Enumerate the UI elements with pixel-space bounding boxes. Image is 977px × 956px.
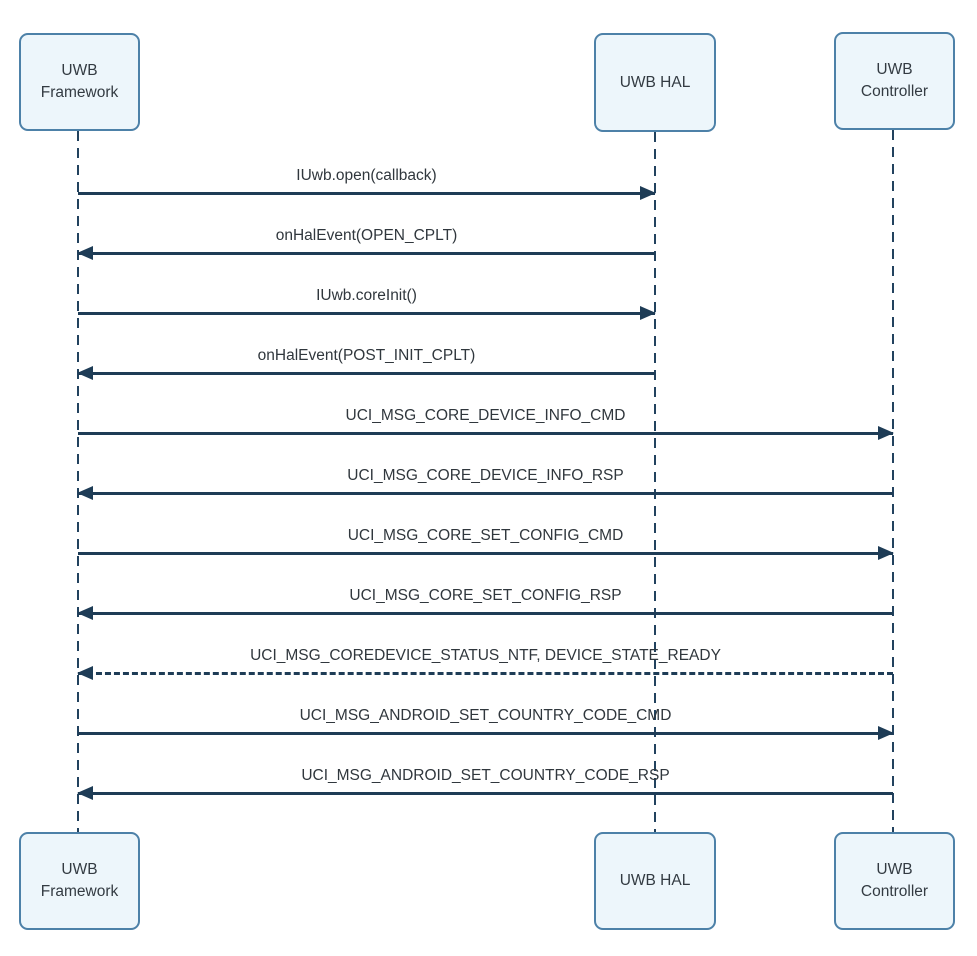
message-arrow: [78, 726, 894, 740]
actor-uwb-framework-bottom: UWB Framework: [19, 832, 140, 930]
message-arrow: [78, 306, 656, 320]
message-label: UCI_MSG_CORE_DEVICE_INFO_CMD: [345, 407, 626, 424]
message-label: UCI_MSG_CORE_SET_CONFIG_RSP: [349, 587, 622, 604]
actor-uwb-framework-top: UWB Framework: [19, 33, 140, 131]
message-label: UCI_MSG_COREDEVICE_STATUS_NTF, DEVICE_ST…: [250, 647, 721, 664]
arrowhead-left-icon: [77, 366, 93, 380]
message-arrow: [77, 246, 655, 260]
arrowhead-right-icon: [878, 726, 894, 740]
arrowhead-left-icon: [77, 666, 93, 680]
arrowhead-left-icon: [77, 246, 93, 260]
actor-uwb-controller-bottom: UWB Controller: [834, 832, 955, 930]
message-arrow: [78, 186, 656, 200]
arrowhead-left-icon: [77, 786, 93, 800]
actor-label: UWB Controller: [860, 61, 929, 100]
actor-uwb-controller-top: UWB Controller: [834, 32, 955, 130]
actor-label: UWB HAL: [619, 73, 691, 91]
message-label: UCI_MSG_CORE_DEVICE_INFO_RSP: [347, 467, 624, 484]
message-arrow: [78, 426, 894, 440]
message-arrow: [77, 366, 655, 380]
actor-label: UWB Controller: [860, 861, 929, 900]
message-arrow: [78, 546, 894, 560]
message-arrow: [77, 606, 893, 620]
lifeline-uwb-framework: [77, 131, 79, 832]
actor-label: UWB Framework: [40, 62, 119, 101]
message-label: UCI_MSG_CORE_SET_CONFIG_CMD: [347, 527, 624, 544]
lifeline-uwb-controller: [892, 130, 894, 832]
message-label: onHalEvent(POST_INIT_CPLT): [257, 347, 476, 364]
actor-label: UWB Framework: [40, 861, 119, 900]
message-label: IUwb.open(callback): [296, 167, 437, 184]
message-label: onHalEvent(OPEN_CPLT): [275, 227, 458, 244]
message-label: UCI_MSG_ANDROID_SET_COUNTRY_CODE_RSP: [301, 767, 670, 784]
arrowhead-left-icon: [77, 486, 93, 500]
arrowhead-right-icon: [878, 546, 894, 560]
message-label: IUwb.coreInit(): [316, 287, 417, 304]
message-arrow: [77, 486, 893, 500]
actor-uwb-hal-bottom: UWB HAL: [594, 832, 716, 930]
arrowhead-left-icon: [77, 606, 93, 620]
arrowhead-right-icon: [640, 306, 656, 320]
actor-label: UWB HAL: [619, 872, 691, 890]
arrowhead-right-icon: [640, 186, 656, 200]
message-label: UCI_MSG_ANDROID_SET_COUNTRY_CODE_CMD: [299, 707, 672, 724]
message-arrow-dashed: [77, 666, 893, 680]
message-arrow: [77, 786, 893, 800]
arrowhead-right-icon: [878, 426, 894, 440]
lifeline-uwb-hal: [654, 132, 656, 832]
actor-uwb-hal-top: UWB HAL: [594, 33, 716, 132]
